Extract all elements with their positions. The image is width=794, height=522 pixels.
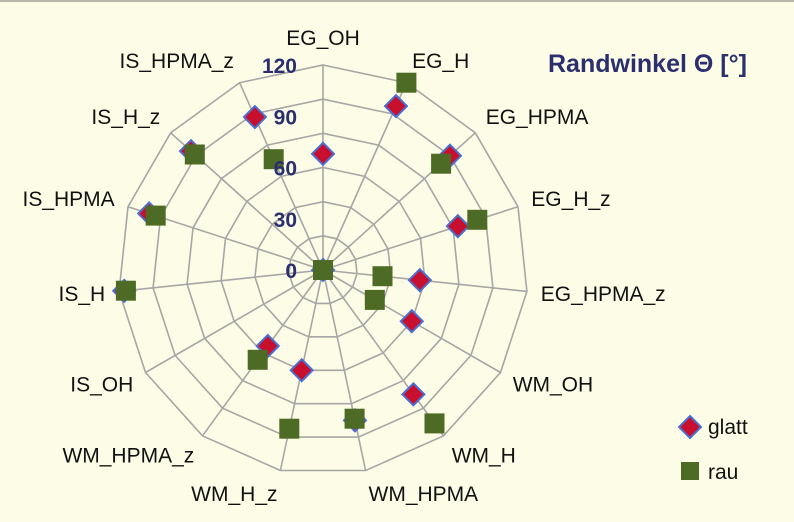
spoke <box>322 269 445 437</box>
category-label: WM_H <box>452 444 516 467</box>
grid-ring <box>118 64 528 472</box>
point-glatt <box>289 357 315 383</box>
point-rau <box>344 408 365 429</box>
radial-tick-label: 90 <box>274 106 297 129</box>
legend-rau-label: rau <box>708 461 738 484</box>
spoke <box>145 269 324 374</box>
point-rau <box>396 72 417 93</box>
point-glatt <box>242 104 268 130</box>
category-label: WM_HPMA_z <box>62 444 194 467</box>
radar-grid <box>118 64 528 472</box>
point-rau <box>279 418 300 439</box>
grid-ring <box>254 200 392 338</box>
legend-glatt-marker <box>677 414 703 440</box>
category-label: IS_OH <box>70 374 133 397</box>
category-label: EG_HPMA_z <box>541 283 666 306</box>
grid-ring <box>220 166 426 372</box>
radial-tick-labels: 0 30 60 90 120 <box>262 55 297 283</box>
point-glatt <box>399 308 425 334</box>
point-rau <box>364 289 385 310</box>
category-label: IS_H <box>59 283 106 306</box>
data-series <box>111 72 488 439</box>
point-glatt <box>407 267 433 293</box>
point-rau <box>372 266 393 287</box>
spoke <box>322 205 519 271</box>
radial-tick-label: 60 <box>274 158 297 181</box>
category-label: IS_H_z <box>91 106 160 129</box>
spoke <box>322 269 367 471</box>
grid-ring <box>152 98 494 438</box>
category-label: IS_HPMA <box>22 188 114 211</box>
point-rau <box>115 280 136 301</box>
point-rau <box>145 205 166 226</box>
point-rau <box>247 349 268 370</box>
legend-rau-marker <box>681 462 699 480</box>
category-label: EG_H <box>412 50 469 73</box>
legend-item-rau: rau <box>681 461 738 484</box>
point-rau <box>424 413 445 434</box>
spoke <box>119 269 324 293</box>
legend: glatt rau <box>677 414 748 484</box>
radial-tick-label: 120 <box>262 55 297 78</box>
point-glatt <box>400 381 426 407</box>
category-label: IS_HPMA_z <box>120 50 234 73</box>
category-labels: EG_OH EG_H EG_HPMA EG_H_zEG_HPMA_zWM_OH WM_H… <box>22 27 665 506</box>
legend-glatt-label: glatt <box>708 416 748 439</box>
category-label: EG_HPMA <box>486 106 589 129</box>
point-rau <box>467 209 488 230</box>
category-label: WM_H_z <box>191 483 277 506</box>
grid-ring <box>186 132 460 405</box>
point-rau <box>263 149 284 170</box>
radial-tick-label: 30 <box>274 209 297 232</box>
point-glatt <box>310 141 336 167</box>
point-glatt <box>383 93 409 119</box>
category-label: WM_OH <box>513 374 594 397</box>
radial-tick-label: 0 <box>285 260 297 283</box>
chart-title: Randwinkel Θ [°] <box>548 50 747 78</box>
category-label: EG_H_z <box>531 188 610 211</box>
legend-item-glatt: glatt <box>677 414 748 440</box>
grid-ring <box>288 234 358 305</box>
category-label: EG_OH <box>286 27 360 50</box>
category-label: WM_HPMA <box>369 483 479 506</box>
radar-spokes <box>119 65 527 471</box>
point-rau <box>431 153 452 174</box>
point-rau <box>313 260 333 280</box>
point-glatt <box>445 213 471 239</box>
point-rau <box>184 144 205 165</box>
